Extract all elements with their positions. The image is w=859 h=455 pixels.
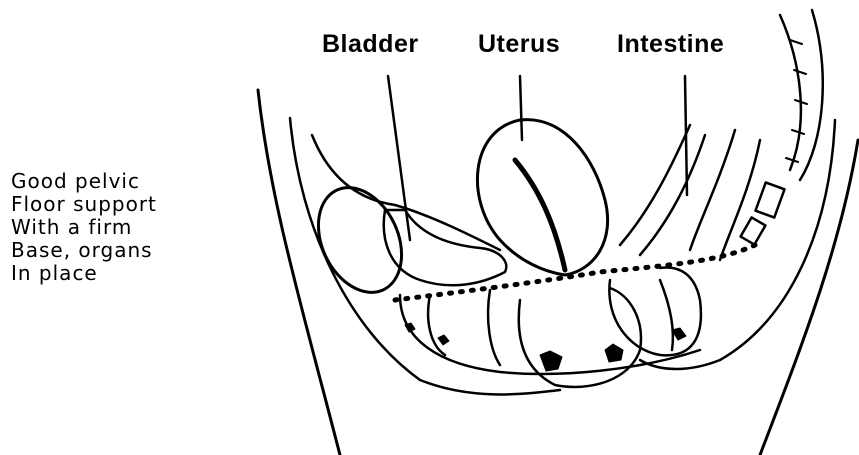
diagram-caption: Good pelvic Floor support With a firm Ba… <box>11 170 157 285</box>
rectum-shape <box>609 267 701 355</box>
tissue-mark-1 <box>438 335 449 345</box>
body-outline-left <box>258 90 340 455</box>
caption-line-3: With a firm <box>11 216 157 239</box>
bladder-label: Bladder <box>322 30 419 59</box>
uterine-cavity <box>515 160 565 270</box>
tissue-mark-5 <box>405 323 415 332</box>
levator-right <box>660 280 673 350</box>
caption-line-1: Good pelvic <box>11 170 157 193</box>
caption-line-4: Base, organs <box>11 239 157 262</box>
tissue-mark-2 <box>540 351 562 371</box>
caption-line-2: Floor support <box>11 193 157 216</box>
intestine-label: Intestine <box>617 30 724 59</box>
spine-curve <box>780 10 823 180</box>
tissue-mark-3 <box>605 344 623 362</box>
caption-line-5: In place <box>11 262 157 285</box>
coccyx-segment-1 <box>755 182 784 217</box>
uterus-label: Uterus <box>478 30 560 59</box>
uterus-pointer <box>520 76 522 140</box>
coccyx-segment-2 <box>741 217 766 244</box>
intestine-upper <box>620 125 705 255</box>
body-outline-right <box>760 140 858 455</box>
bladder-wall <box>312 135 500 250</box>
intestine-pointer <box>685 76 687 195</box>
